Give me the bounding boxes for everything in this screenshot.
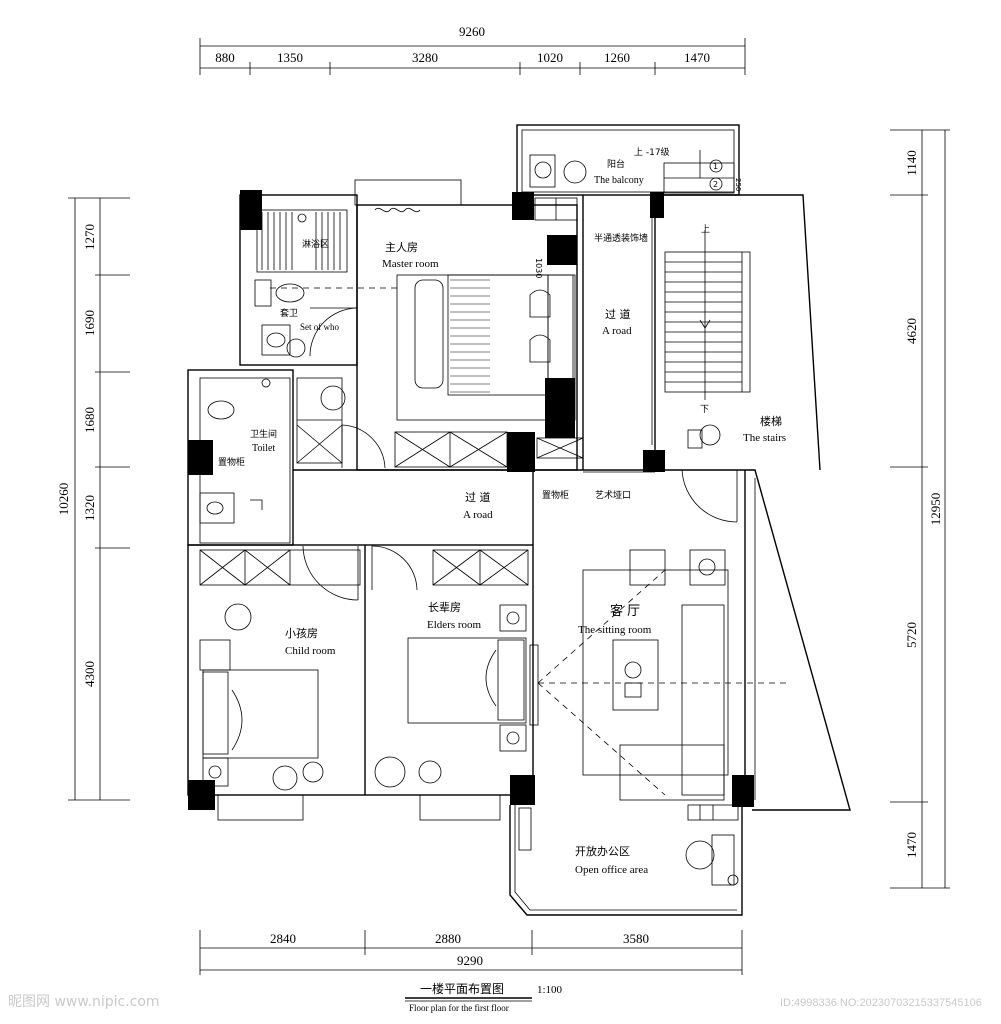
ensuite-fixtures xyxy=(254,279,358,358)
structural-columns xyxy=(188,190,754,810)
bottom-dim-1: 2840 xyxy=(270,931,296,946)
left-dim-3: 1680 xyxy=(82,407,97,433)
top-dim-3: 3280 xyxy=(412,50,438,65)
right-dim-3: 5720 xyxy=(904,622,919,648)
left-dim-1: 1270 xyxy=(82,224,97,250)
label-corridor-right-zh: 过 道 xyxy=(605,307,631,321)
note-art-opening: 艺术垭口 xyxy=(595,489,631,501)
label-corridor-main-zh: 过 道 xyxy=(465,490,491,504)
elders-room-furniture xyxy=(371,545,539,788)
label-stairs-en: The stairs xyxy=(743,432,786,444)
top-dim-2: 1350 xyxy=(277,50,303,65)
top-dim-5: 1260 xyxy=(604,50,630,65)
top-dim-4: 1020 xyxy=(537,50,563,65)
label-shower-zh: 淋浴区 xyxy=(302,238,329,250)
label-storage-left: 置物柜 xyxy=(218,456,245,468)
shower-area xyxy=(256,209,348,273)
master-door xyxy=(296,207,421,469)
label-child-en: Child room xyxy=(285,645,336,657)
note-dim-1030: 1030 xyxy=(534,258,543,278)
master-bed xyxy=(270,274,576,421)
note-stair-up: 上 xyxy=(701,224,710,235)
label-ensuite-en: Set of who xyxy=(300,322,339,332)
note-step-dim: 250 xyxy=(734,178,742,191)
label-balcony-zh: 阳台 xyxy=(607,158,625,170)
label-elders-en: Elders room xyxy=(427,619,482,631)
bottom-dim-2: 2880 xyxy=(435,931,461,946)
right-dim-1: 1140 xyxy=(904,150,919,176)
right-dimension-chain xyxy=(890,129,950,889)
label-child-zh: 小孩房 xyxy=(285,627,318,640)
label-elders-zh: 长辈房 xyxy=(428,600,461,614)
note-stair-down: 下 xyxy=(700,405,709,415)
bottom-dim-3: 3580 xyxy=(623,931,649,946)
left-dim-4: 1320 xyxy=(82,495,97,521)
label-stairs-zh: 楼梯 xyxy=(760,414,782,428)
bottom-dimension-chain xyxy=(199,930,743,975)
watermark-right: ID:4998336 NO:20230703215337545106 xyxy=(780,997,982,1009)
left-dim-5: 4300 xyxy=(82,661,97,687)
master-wardrobe xyxy=(394,197,584,468)
left-dim-2: 1690 xyxy=(82,310,97,336)
label-office-en: Open office area xyxy=(575,864,648,876)
label-sitting-zh: 客 厅 xyxy=(610,603,640,619)
label-sitting-en: The sitting room xyxy=(578,624,652,636)
label-master-en: Master room xyxy=(382,258,439,270)
label-corridor-main-en: A road xyxy=(463,509,493,521)
top-dim-6: 1470 xyxy=(684,50,710,65)
bottom-total-dim: 9290 xyxy=(457,953,483,968)
plan-subtitle: Floor plan for the first floor xyxy=(409,1003,509,1013)
top-dimension-chain xyxy=(199,38,746,75)
label-corridor-right-en: A road xyxy=(602,325,632,337)
stair-treads xyxy=(651,210,751,449)
top-total-dim: 9260 xyxy=(459,24,485,39)
left-total-dim: 10260 xyxy=(56,483,71,516)
note-storage-mid: 置物柜 xyxy=(542,489,569,501)
label-toilet-zh: 卫生间 xyxy=(250,428,277,440)
corridor-openings xyxy=(583,469,738,523)
right-dim-2: 4620 xyxy=(904,318,919,344)
balcony-fixtures xyxy=(529,150,735,194)
note-step-2: 2 xyxy=(713,180,718,189)
label-office-zh: 开放办公区 xyxy=(575,844,630,858)
note-step-1: 1 xyxy=(713,162,718,171)
right-total-dim: 12950 xyxy=(928,493,943,526)
plan-title: 一楼平面布置图 xyxy=(420,981,504,996)
label-toilet-en: Toilet xyxy=(252,443,275,454)
label-master-zh: 主人房 xyxy=(385,241,418,254)
label-ensuite-zh: 套卫 xyxy=(280,307,298,319)
label-balcony-en: The balcony xyxy=(594,175,644,186)
watermark-left: 昵图网 www.nipic.com xyxy=(8,994,160,1010)
toilet-fixtures xyxy=(199,377,291,544)
office-furniture xyxy=(518,807,739,886)
right-dim-4: 1470 xyxy=(904,832,919,858)
note-stair-up-17: 上 -17级 xyxy=(634,146,670,158)
plan-scale: 1:100 xyxy=(537,984,563,996)
left-dimension-chain xyxy=(68,197,130,801)
walls xyxy=(187,124,851,916)
sitting-room-furniture xyxy=(537,549,790,821)
child-room-furniture xyxy=(199,545,361,791)
note-semi-wall: 半通透装饰墙 xyxy=(594,232,648,244)
top-dim-1: 880 xyxy=(215,50,235,65)
